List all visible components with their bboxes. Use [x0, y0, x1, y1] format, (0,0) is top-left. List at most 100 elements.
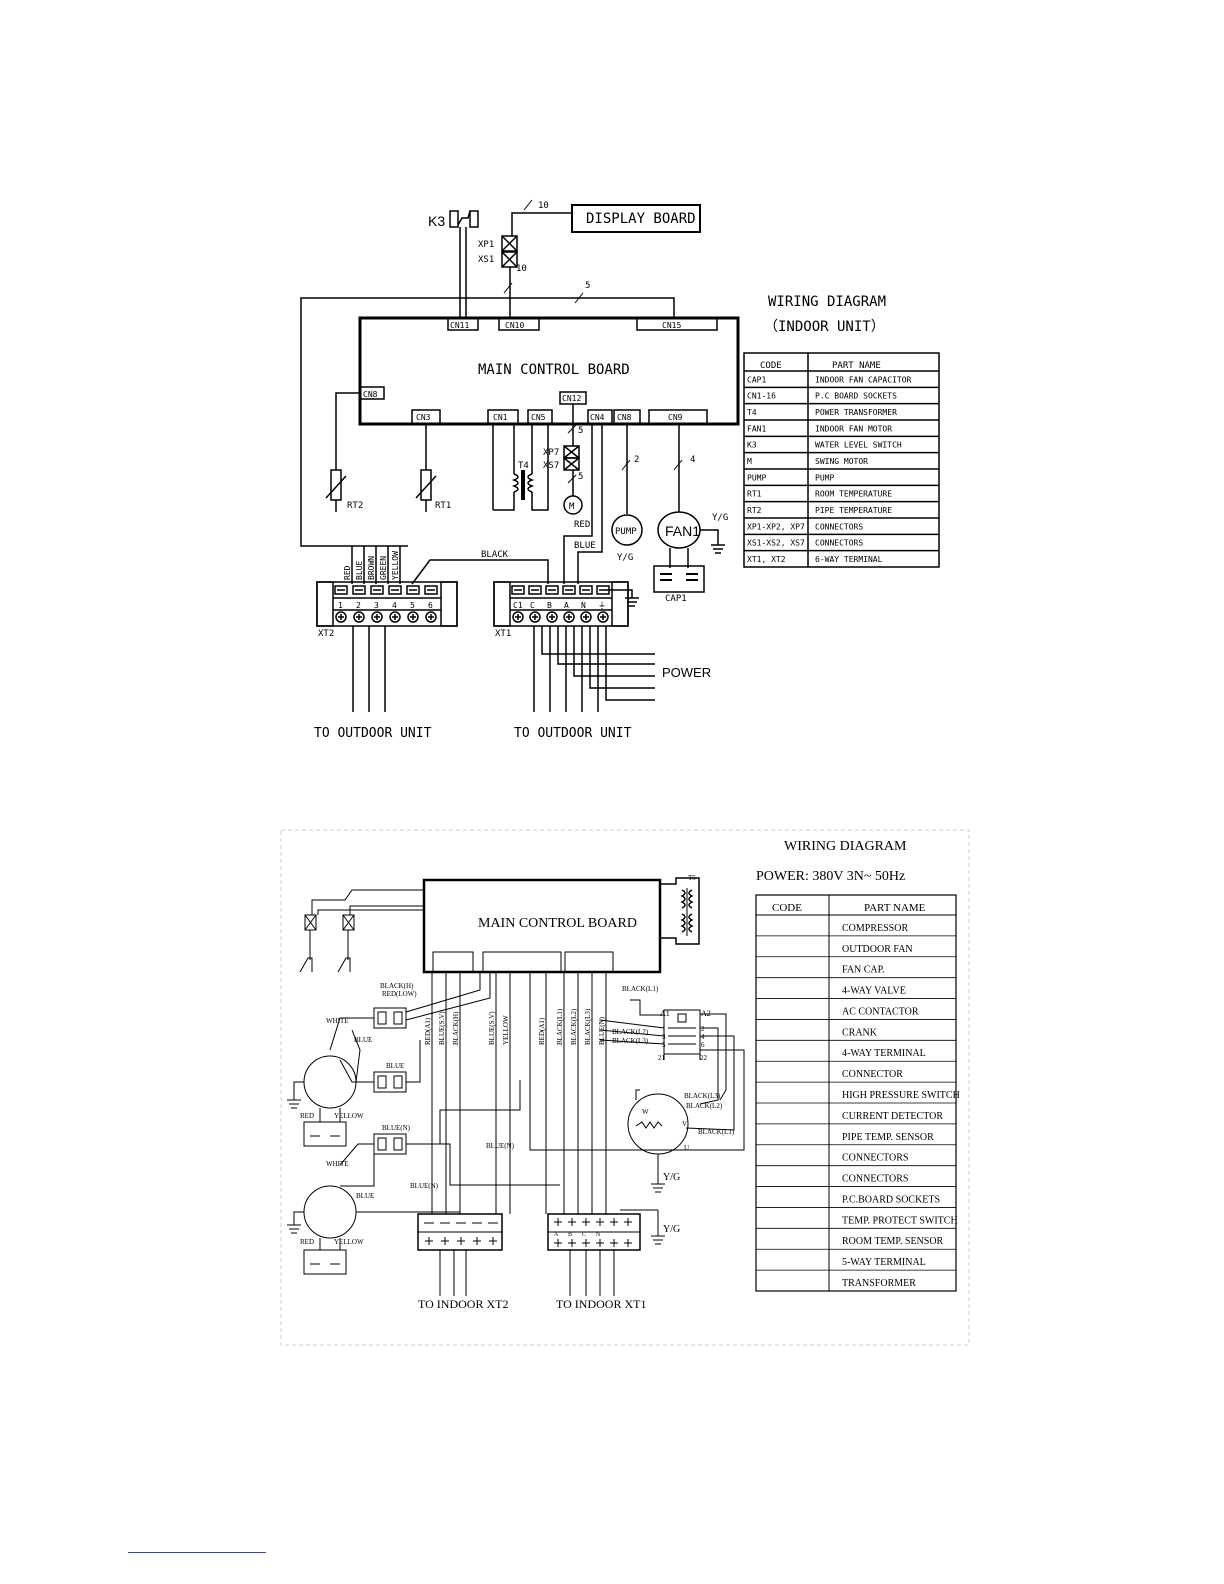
upper-table-part: POWER TRANSFORMER: [815, 408, 897, 417]
cn11-socket: CN11: [450, 321, 469, 330]
lower-diagram-title: WIRING DIAGRAM: [784, 839, 907, 854]
upper-table-part: WATER LEVEL SWITCH: [815, 441, 902, 450]
wire-5-top: 5: [585, 281, 590, 291]
upper-table-code: RT2: [747, 506, 762, 515]
lower-xt1-letter: C: [582, 1232, 586, 1238]
cn9-socket: CN9: [668, 413, 683, 422]
rt2-label: RT2: [347, 501, 363, 511]
upper-table-code-header: CODE: [760, 361, 782, 371]
lower-xt1-screw-top: [568, 1218, 576, 1226]
lower-table-part: TRANSFORMER: [842, 1278, 916, 1289]
lower-table-part: FAN CAP.: [842, 965, 885, 976]
display-board-label: DISPLAY BOARD: [586, 211, 696, 227]
xt2-screw: [335, 611, 347, 623]
lower-xt1-screw: [610, 1239, 618, 1247]
lower-xt1-screw: [568, 1239, 576, 1247]
upper-table-code: M: [747, 457, 752, 466]
upper-table-code: FAN1: [747, 424, 766, 433]
lower-table-part: PIPE TEMP. SENSOR: [842, 1132, 934, 1143]
lower-xt2-screw: [425, 1237, 433, 1245]
upper-table-part: SWING MOTOR: [815, 457, 868, 466]
upper-table-code: XT1, XT2: [747, 555, 786, 564]
lower-xt1-screw: [582, 1239, 590, 1247]
lower-vwire-label: RED(A1): [424, 1017, 432, 1045]
upper-diagram-subtitle: （INDOOR UNIT）: [764, 319, 885, 335]
contactor-a1: A1: [660, 1009, 670, 1018]
lower-vwire-label: YELLOW: [502, 1015, 510, 1045]
xt2-screw: [407, 611, 419, 623]
xt2-cell-top: [352, 585, 366, 595]
upper-table-code: CAP1: [747, 375, 766, 384]
upper-table-code: RT1: [747, 490, 762, 499]
power-spec: POWER: 380V 3N~ 50Hz: [756, 869, 905, 884]
to-indoor-xt2: TO INDOOR XT2: [418, 1297, 508, 1311]
k3-label: K3: [428, 213, 445, 229]
upper-table-part: CONNECTORS: [815, 522, 863, 531]
upper-table-part: ROOM TEMPERATURE: [815, 490, 892, 499]
t4-label: T4: [518, 461, 529, 471]
xt2-screw-cross: [392, 614, 398, 620]
xt1-screw: [563, 611, 575, 623]
upper-table-code: K3: [747, 441, 757, 450]
black-l2-compressor: BLACK(L2): [686, 1102, 723, 1110]
compressor-w: W: [642, 1108, 649, 1116]
xt1-cell-top: [528, 585, 542, 595]
lower-xt1-screw-top: [610, 1218, 618, 1226]
swing-motor-label: M: [569, 502, 575, 512]
xt1-cell-top: [545, 585, 559, 595]
blue-wire-label: BLUE: [574, 541, 596, 551]
lower-table-part: TEMP. PROTECT SWITCH: [842, 1215, 958, 1226]
contactor-4: 4: [701, 1033, 705, 1041]
pump-label: PUMP: [615, 527, 637, 537]
wire-5-motor: 5: [578, 472, 583, 482]
xt2-screw-cross: [374, 614, 380, 620]
xt1-cell-top: [511, 585, 525, 595]
cn8-left-socket: CN8: [363, 390, 378, 399]
cn1-socket: CN1: [493, 413, 508, 422]
wire-5-xp7: 5: [578, 426, 583, 436]
to-outdoor-unit-right: TO OUTDOOR UNIT: [514, 726, 632, 741]
xt1-screw-cross: [515, 614, 521, 620]
xt1-term-5: ⏚: [598, 601, 606, 610]
xt2-cell-top: [424, 585, 438, 595]
lower-xt1-screw: [554, 1239, 562, 1247]
lower-table-part: CONNECTORS: [842, 1153, 909, 1164]
white-wire-2: WHITE: [326, 1160, 349, 1168]
xt2-term-4: 4: [392, 601, 397, 610]
xt1-label: XT1: [495, 629, 511, 639]
xt2-cell-top: [388, 585, 402, 595]
xt2-term-3: 3: [374, 601, 379, 610]
xt1-screw: [597, 611, 609, 623]
wire-10-bottom: 10: [516, 264, 527, 274]
xt2-term-6: 6: [428, 601, 433, 610]
cn15-socket: CN15: [662, 321, 681, 330]
lower-vwire-label: BLUE(N): [598, 1016, 606, 1045]
upper-table-part: PIPE TEMPERATURE: [815, 506, 892, 515]
lower-table-part: ROOM TEMP. SENSOR: [842, 1236, 944, 1247]
xt2-term-5: 5: [410, 601, 415, 610]
lower-main-control-board-label: MAIN CONTROL BOARD: [478, 916, 637, 931]
to-indoor-xt1: TO INDOOR XT1: [556, 1297, 646, 1311]
t5-label: T5: [688, 874, 696, 882]
lower-table-part: P.C.BOARD SOCKETS: [842, 1194, 940, 1205]
lower-vwire-label: BLACK(H): [452, 1011, 460, 1045]
main-control-board-label: MAIN CONTROL BOARD: [478, 362, 630, 378]
black-l3-compressor: BLACK(L3): [684, 1092, 721, 1100]
lower-vwire-label: BLACK(L1): [556, 1008, 564, 1045]
upper-table-code: XP1-XP2, XP7: [747, 522, 805, 531]
cn4-socket: CN4: [590, 413, 605, 422]
lower-xt1-screw-top: [582, 1218, 590, 1226]
footer-link-underline[interactable]: [128, 1552, 266, 1553]
xt1-screw-cross: [549, 614, 555, 620]
compressor-u: U: [684, 1144, 689, 1152]
xt2-wire-blue: BLUE: [355, 561, 364, 580]
xt1-cell-top: [579, 585, 593, 595]
wire-4-label: 4: [690, 455, 695, 465]
lower-table-part: AC CONTACTOR: [842, 1006, 919, 1017]
xt2-wire-yellow: YELLOW: [391, 551, 400, 580]
upper-table-part: CONNECTORS: [815, 539, 863, 548]
xt2-cell-top: [334, 585, 348, 595]
white-wire-1: WHITE: [326, 1017, 349, 1025]
xt2-cell-top: [406, 585, 420, 595]
lower-xt2-screw: [457, 1237, 465, 1245]
